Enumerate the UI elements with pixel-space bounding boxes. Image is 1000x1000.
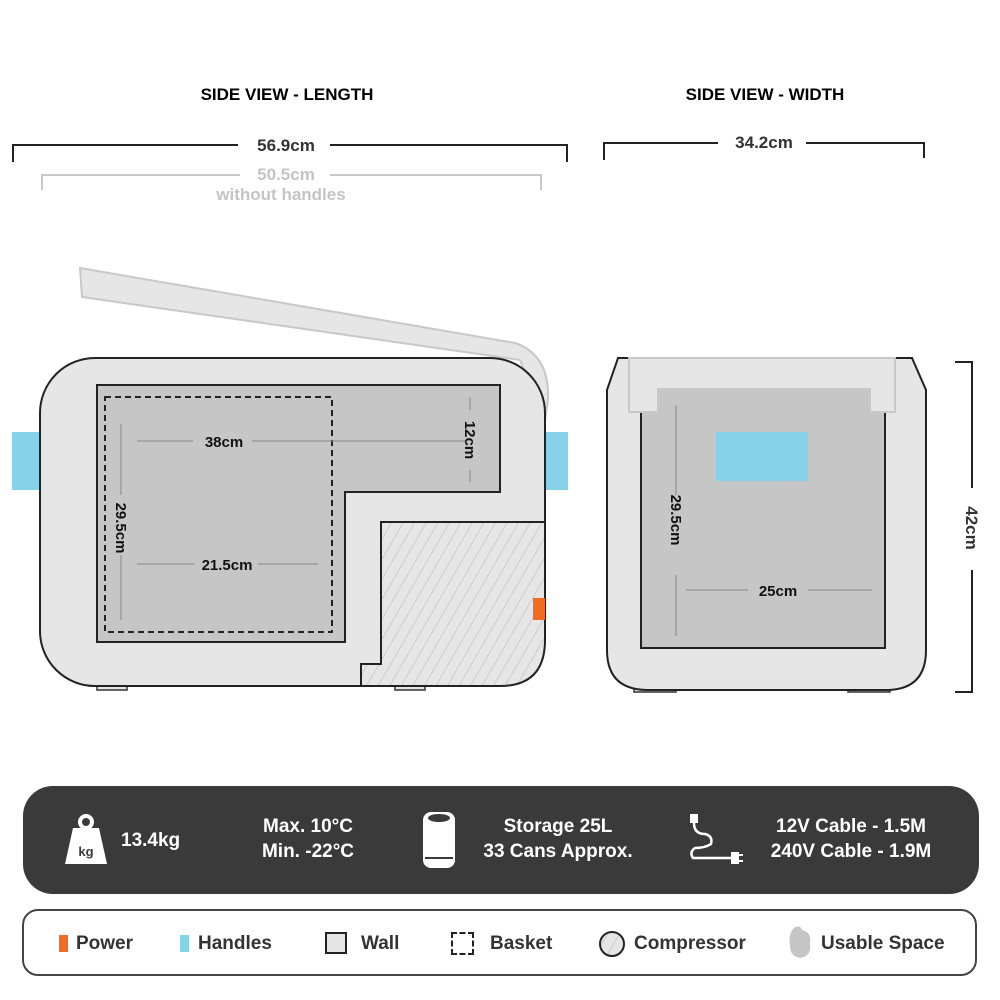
legend-power: Power [76,933,134,954]
height-label: 42cm [962,506,981,549]
legend-wall: Wall [361,933,400,954]
temp-min: Min. -22°C [261,841,355,862]
storage-info: Storage 25L 33 Cans Approx. [463,814,653,864]
svg-text:kg: kg [78,844,93,859]
cable-12v: 12V Cable - 1.5M [776,816,926,837]
wall-swatch [325,932,347,954]
width-depth-label: 29.5cm [667,495,684,546]
storage-capacity: Storage 25L [503,816,613,837]
handle-right [543,432,568,490]
compressor-swatch [599,931,625,957]
inner-length-label: 38cm [205,434,243,451]
usable-space-length [96,384,501,643]
legend-compressor: Compressor [634,933,746,954]
dimension-total-length [12,144,568,162]
total-width-label: 34.2cm [735,133,793,152]
without-handles-label: without handles [215,185,345,204]
handle-left [12,432,42,490]
temp-max: Max. 10°C [263,816,353,837]
cable-info: 12V Cable - 1.5M 240V Cable - 1.9M [756,814,946,864]
temperature-range: Max. 10°C Min. -22°C [253,814,363,864]
compressor-area [360,521,546,687]
legend: Power Handles Wall Basket Compressor Usa… [22,909,977,976]
legend-basket: Basket [490,933,553,954]
specs-panel: kg 13.4kg Max. 10°C Min. -22°C Storage 2… [23,786,979,894]
basket-length-label: 21.5cm [202,557,253,574]
usable-space-swatch [789,926,811,958]
handle-width [716,432,808,481]
measure-lines [120,397,471,620]
title-width: SIDE VIEW - WIDTH [686,85,845,104]
cans-capacity: 33 Cans Approx. [483,841,633,862]
legend-usable-space: Usable Space [821,933,945,954]
dimension-height [955,361,973,693]
length-no-handles-label: 50.5cm [257,165,315,184]
power-swatch [59,935,68,952]
weight-value: 13.4kg [121,830,181,851]
handles-swatch [180,935,189,952]
inner-width-label: 25cm [759,583,797,600]
dimension-length-no-handles [41,174,542,190]
cable-icon [690,814,743,864]
shelf-height-label: 12cm [461,421,478,459]
legend-handles: Handles [198,933,272,954]
title-length: SIDE VIEW - LENGTH [201,85,374,104]
inner-depth-label: 29.5cm [112,503,129,554]
power-port [533,598,545,620]
dimension-total-width [603,142,925,160]
basket-swatch [451,932,474,955]
weight-icon: kg [65,814,107,864]
basket-outline [104,396,333,633]
measure-lines-width [675,405,872,636]
lid-width [628,357,896,413]
total-length-label: 56.9cm [257,136,315,155]
cable-240v: 240V Cable - 1.9M [770,841,932,862]
can-icon [423,812,455,868]
